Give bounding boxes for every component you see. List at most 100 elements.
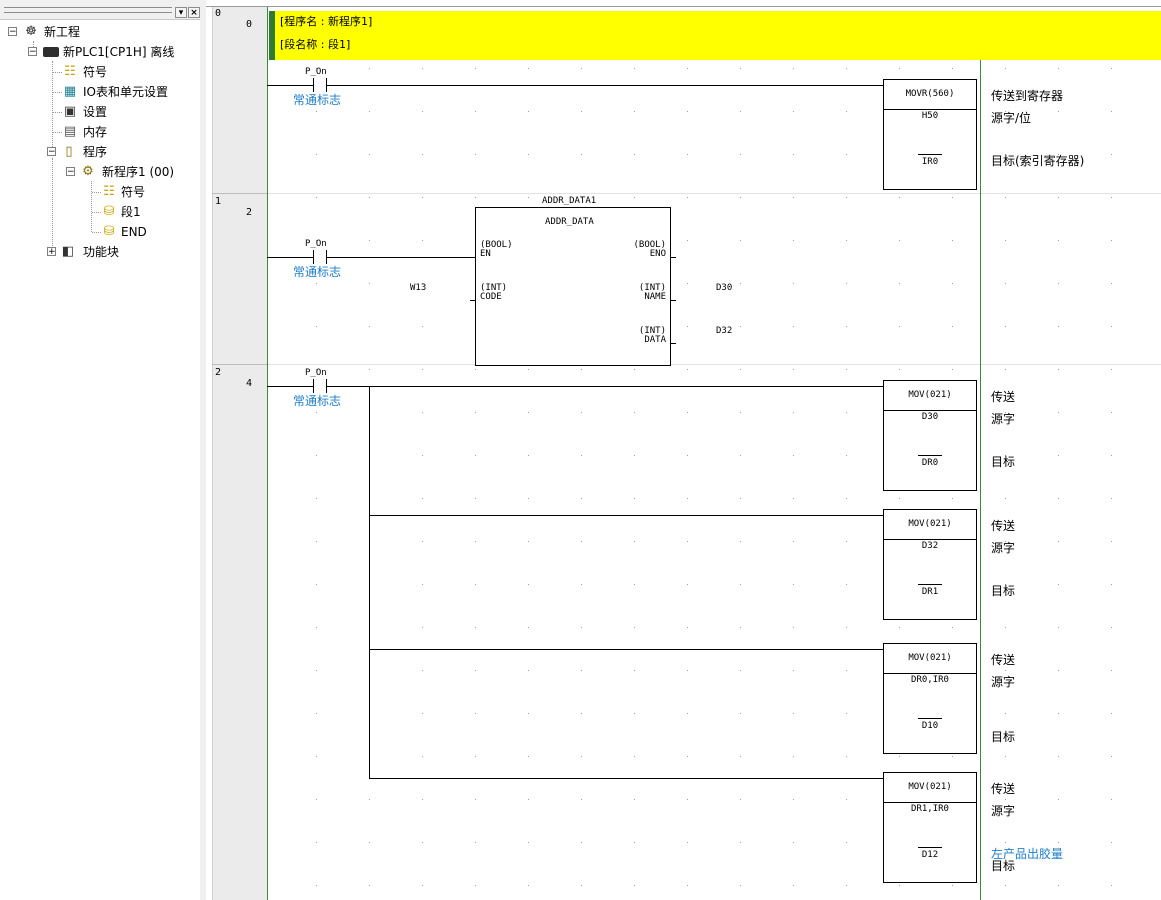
grid-dot — [1111, 498, 1112, 499]
grid-dot — [1005, 541, 1006, 542]
grid-dot — [581, 670, 582, 671]
tree-item-label: END — [121, 225, 147, 239]
rung-separator — [268, 193, 1161, 194]
grid-dot — [581, 885, 582, 886]
contact-operand: P_On — [305, 368, 327, 378]
function-block-addr-data[interactable]: ADDR_DATA (BOOL) EN (BOOL) ENO (INT) COD… — [475, 207, 671, 366]
grid-dot — [316, 885, 317, 886]
contact-operand: P_On — [305, 239, 327, 249]
grid-dot — [422, 799, 423, 800]
tree-item-project[interactable]: − ☸ 新工程 — [8, 23, 198, 41]
grid-dot — [475, 713, 476, 714]
grid-dot — [316, 842, 317, 843]
grid-dot — [1058, 240, 1059, 241]
grid-dot — [475, 455, 476, 456]
tree-item-io-table[interactable]: ▦ IO表和单元设置 — [62, 83, 198, 101]
no-contact[interactable] — [313, 379, 327, 393]
grid-dot — [952, 283, 953, 284]
grid-dot — [952, 68, 953, 69]
section-icon: ⛁ — [103, 204, 115, 219]
ladder-editor[interactable]: 0 0 1 2 2 4 [程序名 : 新程序1] [段名称 : 段1] P_On… — [206, 0, 1161, 900]
tree-item-function-blocks[interactable]: + ◧ 功能块 — [47, 243, 198, 261]
grid-dot — [687, 111, 688, 112]
collapse-toggle[interactable]: − — [47, 147, 56, 157]
grid-dot — [952, 369, 953, 370]
grid-dot — [793, 154, 794, 155]
grid-dot — [369, 842, 370, 843]
collapse-toggle[interactable]: − — [8, 27, 17, 37]
expand-toggle[interactable]: + — [47, 247, 56, 257]
grid-dot — [528, 412, 529, 413]
grid-dot — [581, 541, 582, 542]
tree-item-plc[interactable]: − 新PLC1[CP1H] 离线 — [28, 43, 198, 61]
tree-item-label: IO表和单元设置 — [83, 85, 168, 99]
fb-input-pin — [470, 300, 475, 301]
tree-item-symbols[interactable]: ☷ 符号 — [62, 63, 198, 81]
instruction-description: 传送 — [991, 519, 1016, 533]
instruction-block-mov-4[interactable]: MOV(021) DR1,IR0 D12 — [883, 772, 977, 883]
grid-dot — [369, 369, 370, 370]
tree-item-memory[interactable]: ▤ 内存 — [62, 123, 198, 141]
tree-item-program-1[interactable]: − ⚙ 新程序1 (00) — [66, 163, 198, 181]
instruction-block-mov-3[interactable]: MOV(021) DR0,IR0 D10 — [883, 643, 977, 754]
no-contact[interactable] — [313, 78, 327, 92]
grid-dot — [1111, 412, 1112, 413]
tree-item-label: 符号 — [121, 185, 146, 199]
grid-dot — [793, 627, 794, 628]
grid-dot — [793, 498, 794, 499]
grid-dot — [1005, 584, 1006, 585]
grid-dot — [846, 498, 847, 499]
grid-dot — [1111, 455, 1112, 456]
operand-1-description: 源字/位 — [991, 111, 1032, 125]
grid-dot — [1005, 885, 1006, 886]
grid-dot — [952, 326, 953, 327]
tree-item-section-1[interactable]: ⛁ 段1 — [101, 203, 198, 221]
grid-dot — [581, 799, 582, 800]
grid-dot — [793, 412, 794, 413]
no-contact[interactable] — [313, 250, 327, 264]
pane-dropdown-button[interactable]: ▾ — [175, 7, 187, 18]
rung-number-column — [212, 7, 268, 900]
grid-dot — [740, 326, 741, 327]
grid-dot — [1058, 713, 1059, 714]
grid-dot — [581, 197, 582, 198]
program-comment-block[interactable]: [程序名 : 新程序1] [段名称 : 段1] — [269, 11, 1161, 60]
collapse-toggle[interactable]: − — [28, 47, 37, 57]
grid-dot — [422, 154, 423, 155]
grid-dot — [687, 283, 688, 284]
grid-dot — [634, 627, 635, 628]
fb-type-name: ADDR_DATA — [545, 217, 594, 227]
grid-dot — [475, 197, 476, 198]
instruction-operand-2: DR1 — [884, 584, 976, 597]
tree-item-program-symbols[interactable]: ☷ 符号 — [101, 183, 198, 201]
tree-item-settings[interactable]: ▣ 设置 — [62, 103, 198, 121]
operand-2-io-comment: 左产品出胶量 — [991, 847, 1064, 861]
fb-pin-type: (INT) — [638, 326, 666, 336]
step-number: 4 — [246, 378, 253, 389]
grid-dot — [687, 369, 688, 370]
rung-number: 0 — [215, 8, 222, 19]
grid-dot — [528, 842, 529, 843]
grid-dot — [1058, 670, 1059, 671]
collapse-toggle[interactable]: − — [66, 167, 75, 177]
pane-close-button[interactable]: × — [188, 7, 200, 18]
grid-dot — [1005, 455, 1006, 456]
operand-2-description: 目标 — [991, 584, 1016, 598]
tree-item-programs[interactable]: − ▯ 程序 — [47, 143, 198, 161]
fb-output-data-value: D32 — [716, 326, 733, 336]
tree-item-section-end[interactable]: ⛁ END — [101, 223, 198, 241]
left-power-rail — [267, 7, 268, 900]
grid-dot — [899, 197, 900, 198]
pane-grip[interactable] — [4, 7, 172, 13]
instruction-block-mov-2[interactable]: MOV(021) D32 DR1 — [883, 509, 977, 620]
fb-output-data: DATA — [644, 335, 666, 345]
instruction-block-mov-1[interactable]: MOV(021) D30 DR0 — [883, 380, 977, 491]
grid-dot — [528, 756, 529, 757]
instruction-block-movr[interactable]: MOVR(560) H50 IR0 — [883, 79, 977, 190]
grid-dot — [1111, 627, 1112, 628]
memory-icon: ▤ — [63, 124, 77, 139]
grid-dot — [634, 154, 635, 155]
pane-splitter[interactable] — [200, 0, 206, 900]
grid-dot — [1111, 197, 1112, 198]
grid-dot — [581, 154, 582, 155]
